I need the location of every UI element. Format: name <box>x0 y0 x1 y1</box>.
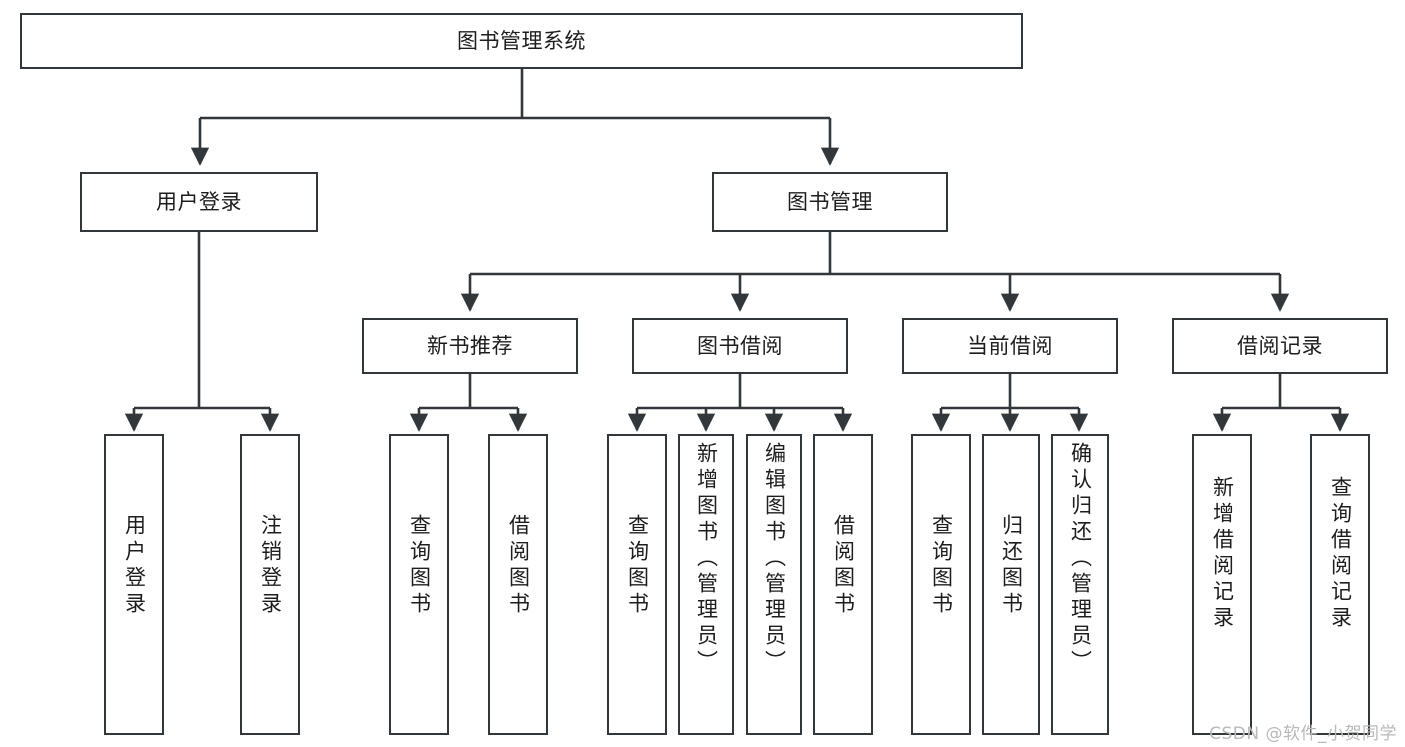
node-leaf-add-record-label: 新增借阅记录 <box>1210 476 1235 632</box>
node-leaf-borrow-book-1[interactable]: 借阅图书 <box>488 434 548 735</box>
node-borrow-record-label: 借阅记录 <box>1237 333 1323 358</box>
node-book-manage-label: 图书管理 <box>787 189 873 214</box>
node-new-book-recommend[interactable]: 新书推荐 <box>362 318 578 374</box>
node-leaf-confirm-return-label: 确认归还（管理员） <box>1068 442 1093 676</box>
node-leaf-query-record-label: 查询借阅记录 <box>1328 476 1353 632</box>
node-user-login-label: 用户登录 <box>156 189 242 214</box>
node-leaf-query-book-3-label: 查询图书 <box>929 514 954 618</box>
node-new-book-recommend-label: 新书推荐 <box>427 333 513 358</box>
node-book-borrow[interactable]: 图书借阅 <box>632 318 848 374</box>
node-borrow-record[interactable]: 借阅记录 <box>1172 318 1388 374</box>
node-root-label: 图书管理系统 <box>457 28 586 53</box>
csdn-watermark: CSDN @软件_小贺同学 <box>1209 724 1397 744</box>
node-book-manage[interactable]: 图书管理 <box>712 172 948 232</box>
node-leaf-query-book-2-label: 查询图书 <box>625 514 650 618</box>
node-leaf-user-login-label: 用户登录 <box>122 514 147 618</box>
node-leaf-borrow-book-2[interactable]: 借阅图书 <box>813 434 873 735</box>
node-leaf-edit-book-label: 编辑图书（管理员） <box>762 442 787 676</box>
node-leaf-edit-book[interactable]: 编辑图书（管理员） <box>746 434 802 735</box>
node-leaf-user-logout-label: 注销登录 <box>258 514 283 618</box>
node-leaf-query-book-3[interactable]: 查询图书 <box>911 434 971 735</box>
node-leaf-user-logout[interactable]: 注销登录 <box>240 434 300 735</box>
node-leaf-add-book-label: 新增图书（管理员） <box>694 442 719 676</box>
node-leaf-query-record[interactable]: 查询借阅记录 <box>1310 434 1370 735</box>
node-current-borrow-label: 当前借阅 <box>967 333 1053 358</box>
node-user-login[interactable]: 用户登录 <box>80 172 318 232</box>
node-leaf-return-book[interactable]: 归还图书 <box>982 434 1040 735</box>
node-leaf-add-book[interactable]: 新增图书（管理员） <box>678 434 734 735</box>
node-leaf-query-book-1-label: 查询图书 <box>407 514 432 618</box>
node-leaf-query-book-1[interactable]: 查询图书 <box>389 434 449 735</box>
node-book-borrow-label: 图书借阅 <box>697 333 783 358</box>
node-leaf-return-book-label: 归还图书 <box>999 514 1024 618</box>
node-leaf-add-record[interactable]: 新增借阅记录 <box>1192 434 1252 735</box>
node-leaf-borrow-book-2-label: 借阅图书 <box>831 514 856 618</box>
node-leaf-confirm-return[interactable]: 确认归还（管理员） <box>1051 434 1109 735</box>
node-leaf-borrow-book-1-label: 借阅图书 <box>506 514 531 618</box>
node-root[interactable]: 图书管理系统 <box>20 13 1023 69</box>
node-leaf-user-login[interactable]: 用户登录 <box>104 434 164 735</box>
node-current-borrow[interactable]: 当前借阅 <box>902 318 1118 374</box>
node-leaf-query-book-2[interactable]: 查询图书 <box>607 434 667 735</box>
